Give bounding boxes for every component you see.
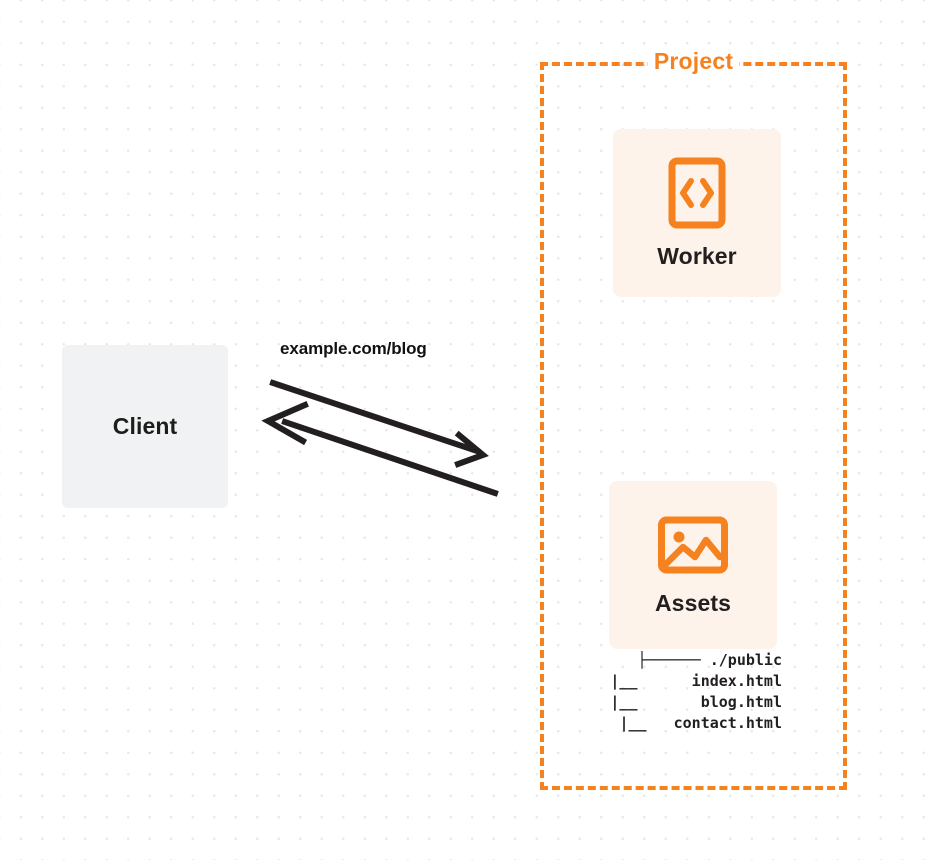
client-label: Client: [112, 413, 178, 439]
worker-label: Worker: [657, 242, 737, 269]
file-tree-line: |__ contact.html: [619, 714, 782, 732]
code-brackets-icon: [668, 157, 726, 229]
assets-node[interactable]: Assets: [609, 481, 777, 649]
project-title: Project: [540, 48, 847, 75]
request-arrow-icon: [269, 379, 489, 468]
file-tree-line: ├────── ./public: [637, 651, 783, 669]
assets-label: Assets: [654, 589, 732, 616]
response-arrow-icon: [261, 401, 499, 497]
file-tree-line: |__ index.html: [610, 672, 782, 690]
file-tree-line: |__ blog.html: [610, 693, 782, 711]
image-icon: [657, 514, 729, 576]
request-response-arrows: [261, 379, 499, 497]
worker-node[interactable]: Worker: [613, 129, 781, 297]
project-title-text: Project: [647, 48, 740, 74]
assets-file-tree: ├────── ./public |__ index.html |__ blog…: [560, 650, 782, 734]
connector-url-label: example.com/blog: [280, 339, 427, 358]
client-node[interactable]: Client: [62, 345, 228, 508]
